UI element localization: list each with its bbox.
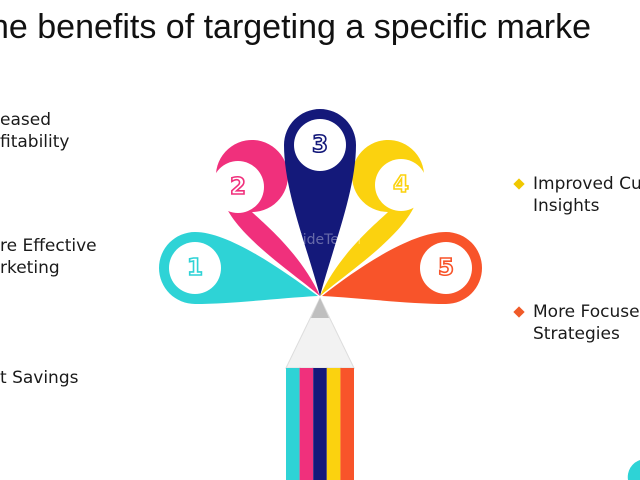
pencil-stripe	[326, 368, 341, 480]
benefit-line: More Focuse	[533, 302, 640, 322]
slide-title: he benefits of targeting a specific mark…	[0, 8, 591, 46]
pencil-stripe	[286, 368, 300, 480]
pencil-body	[286, 368, 354, 480]
benefit-label-savings: t Savings	[0, 367, 78, 389]
petal-4: 4	[320, 140, 427, 296]
benefit-label-insights: Improved Cu Insights	[533, 173, 640, 217]
corner-decoration	[627, 460, 640, 480]
petal-1-circle	[169, 242, 221, 294]
petal-3-number: 3	[312, 132, 328, 158]
benefit-line: Insights	[533, 196, 600, 216]
benefit-line: rketing	[0, 258, 60, 278]
petal-5-number: 5	[438, 255, 454, 281]
benefit-line: Improved Cu	[533, 174, 640, 194]
petal-2-circle	[212, 161, 264, 213]
petal-3-circle	[294, 119, 346, 171]
watermark-text: SlideTeam	[290, 232, 361, 248]
petal-4-number: 4	[393, 172, 409, 198]
benefit-line: eased	[0, 110, 51, 130]
petal-2: 2	[212, 140, 320, 296]
benefit-line: fitability	[0, 132, 70, 152]
petal-5: 5	[322, 232, 482, 304]
petal-5-circle	[420, 242, 472, 294]
benefit-line: Strategies	[533, 324, 620, 344]
pencil-tip	[285, 296, 355, 372]
petal-1: 1	[159, 232, 318, 304]
pencil-stripe	[299, 368, 314, 480]
petal-2-number: 2	[230, 174, 246, 200]
petal-3: 3	[284, 109, 356, 296]
benefit-label-strategies: More Focuse Strategies	[533, 301, 640, 345]
pencil-stripe	[340, 368, 354, 480]
benefit-line: t Savings	[0, 368, 79, 388]
benefit-label-marketing: re Effective rketing	[0, 235, 97, 279]
benefit-line: re Effective	[0, 236, 97, 256]
petal-4-circle	[375, 159, 427, 211]
pencil-stripe	[313, 368, 327, 480]
benefit-label-profitability: eased fitability	[0, 109, 69, 153]
petal-1-number: 1	[187, 255, 203, 281]
